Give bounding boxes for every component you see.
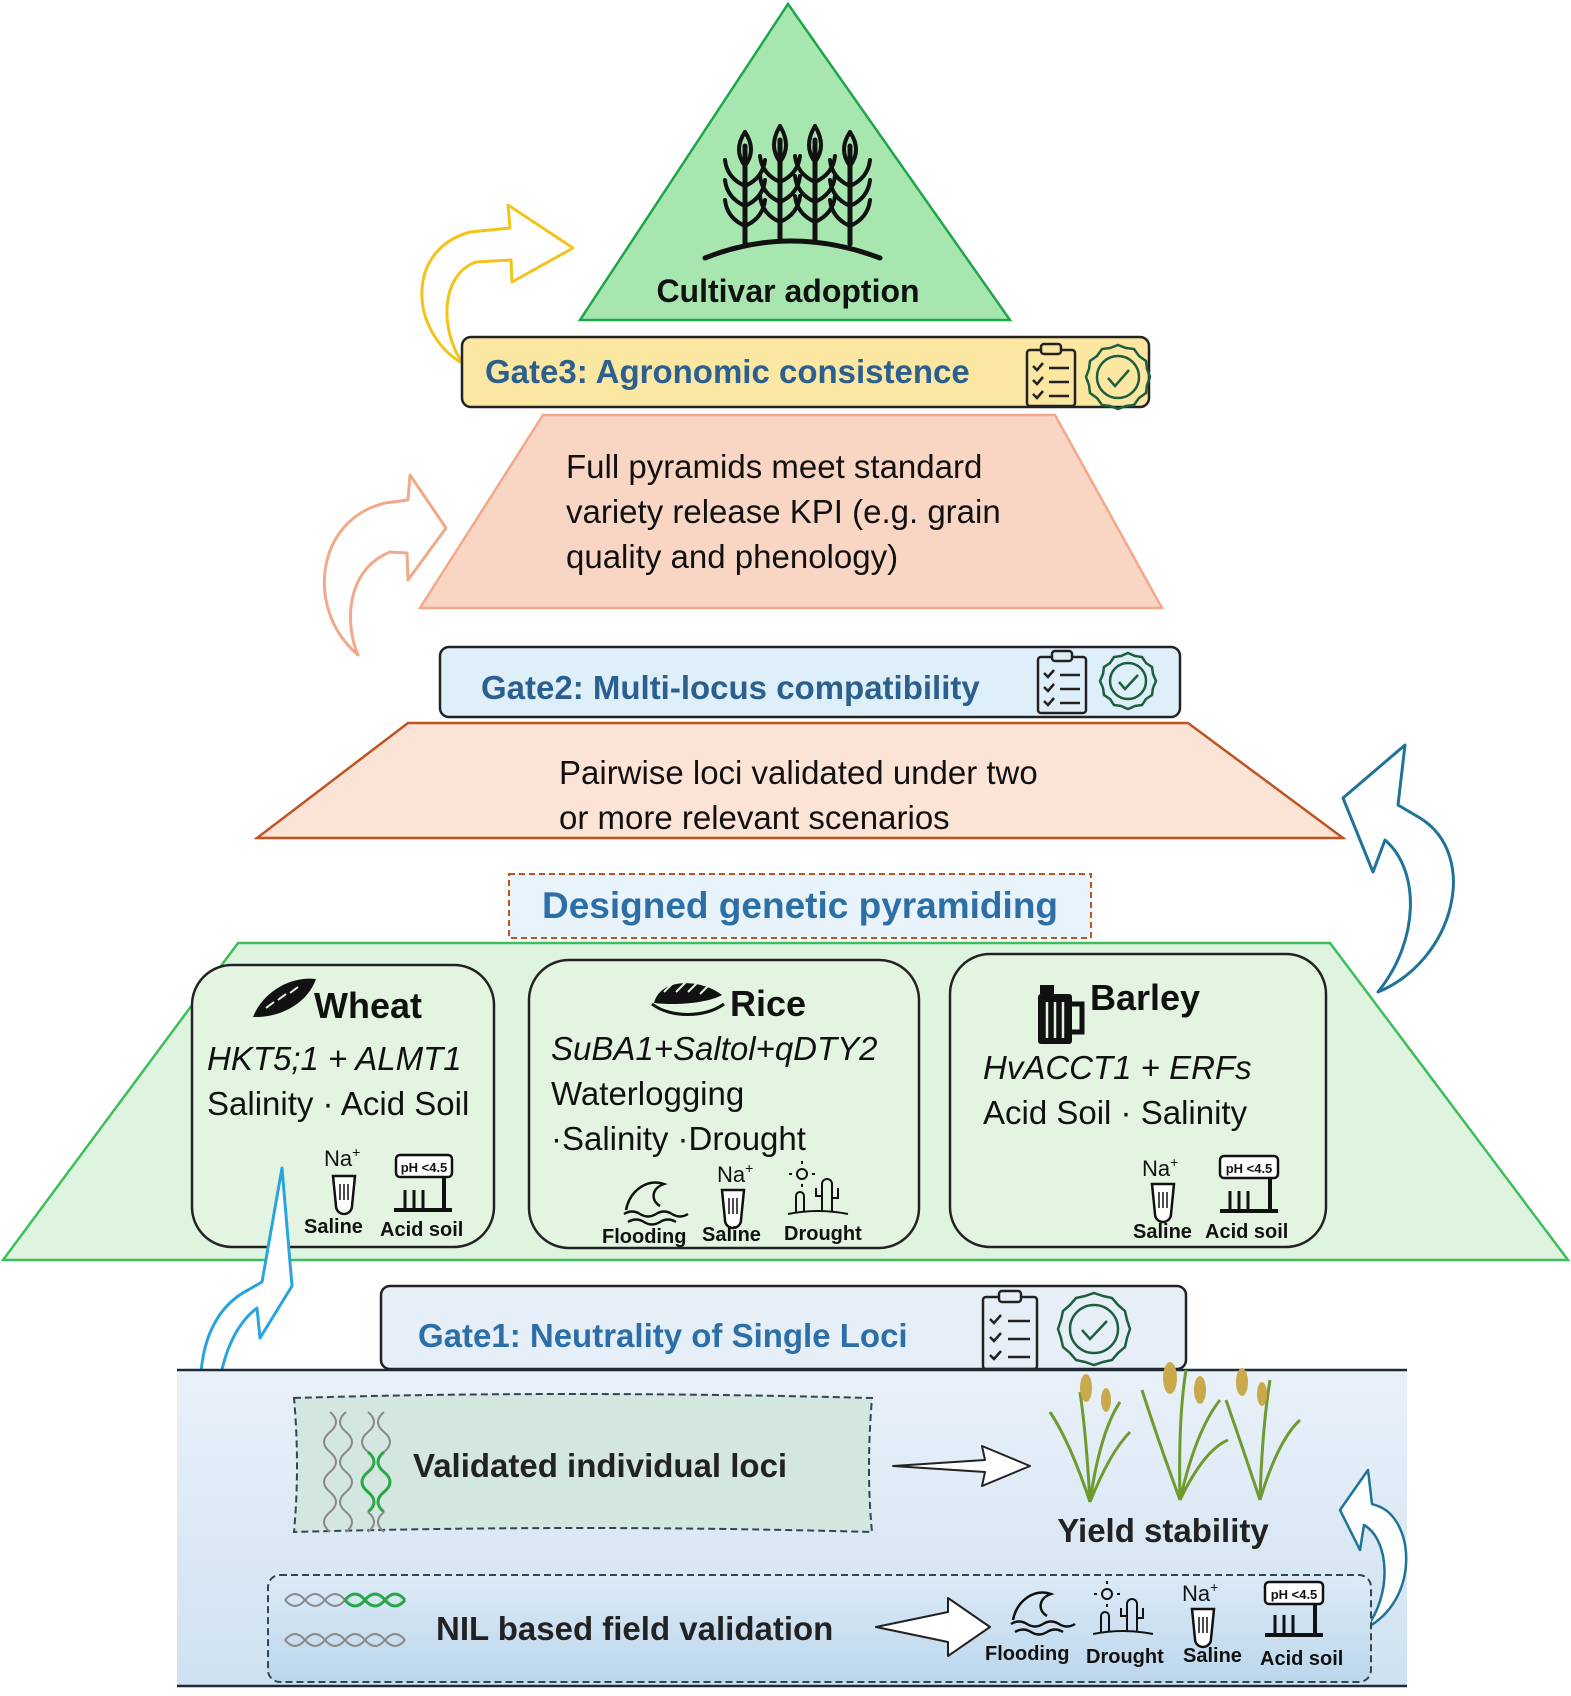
- full-pyramids-line1: Full pyramids meet standard: [566, 448, 982, 485]
- check-seal-icon: [1098, 651, 1158, 711]
- gate2-box: Gate2: Multi-locus compatibility: [438, 645, 1182, 719]
- barley-icon-acid-soil: Acid soil: [1205, 1221, 1288, 1243]
- pairwise-tier: Pairwise loci validated under two or mor…: [253, 721, 1347, 840]
- acid-soil-icon: pH <4.5: [394, 1153, 454, 1212]
- wheat-field-icon: [702, 124, 883, 261]
- rice-genes: SuBA1+Saltol+qDTY2: [551, 1030, 878, 1067]
- saline-icon: Na+: [1182, 1579, 1218, 1649]
- beer-mug-icon: [1038, 985, 1085, 1044]
- wheat-genes: HKT5;1 + ALMT1: [207, 1040, 462, 1077]
- validated-loci-label: Validated individual loci: [413, 1447, 787, 1484]
- yield-stability-label: Yield stability: [1057, 1512, 1269, 1549]
- barley-name: Barley: [1090, 977, 1200, 1018]
- saline-icon: Na+: [717, 1160, 753, 1230]
- svg-text:Na+: Na+: [324, 1144, 360, 1171]
- drought-icon: [787, 1161, 849, 1215]
- saline-icon: Na+: [324, 1144, 360, 1216]
- rice-stress-line1: Waterlogging: [551, 1075, 744, 1112]
- svg-text:Na+: Na+: [1182, 1579, 1218, 1606]
- flooding-icon: [1010, 1591, 1076, 1636]
- barley-card: Barley HvACCT1 + ERFs Acid Soil · Salini…: [948, 952, 1328, 1249]
- svg-text:pH <4.5: pH <4.5: [1271, 1587, 1318, 1602]
- gate3-box: Gate3: Agronomic consistence: [460, 335, 1152, 411]
- rice-name: Rice: [730, 983, 806, 1024]
- salmon-curved-arrow: [322, 473, 448, 657]
- gate1-box: Gate1: Neutrality of Single Loci: [379, 1284, 1188, 1371]
- full-pyramids-line3: quality and phenology): [566, 538, 898, 575]
- svg-text:Full pyramids meet standard: Full pyramids meet standard variety rele…: [566, 448, 1010, 575]
- wheat-name: Wheat: [314, 985, 422, 1026]
- rice-icon-saline: Saline: [702, 1224, 761, 1246]
- svg-text:pH <4.5: pH <4.5: [1226, 1161, 1273, 1176]
- svg-text:pH <4.5: pH <4.5: [401, 1160, 448, 1175]
- drought-icon: [1092, 1581, 1154, 1635]
- wheat-card: Wheat HKT5;1 + ALMT1 Salinity · Acid Soi…: [190, 963, 496, 1249]
- nil-icon-saline: Saline: [1183, 1645, 1242, 1667]
- teal-curved-arrow: [1341, 743, 1455, 994]
- pairwise-line1: Pairwise loci validated under two: [559, 754, 1038, 791]
- nil-validation-label: NIL based field validation: [436, 1610, 833, 1647]
- check-seal-icon: [1056, 1291, 1132, 1367]
- acid-soil-icon: pH <4.5: [1218, 1154, 1280, 1213]
- gold-curved-arrow: [420, 203, 575, 364]
- svg-text:Na+: Na+: [717, 1160, 753, 1187]
- cultivar-adoption-label: Cultivar adoption: [656, 273, 919, 309]
- nil-icon-drought: Drought: [1086, 1646, 1164, 1668]
- designed-pyramiding-title: Designed genetic pyramiding: [542, 885, 1058, 926]
- loci-to-yield-arrow: [892, 1445, 1031, 1487]
- validated-loci-box: Validated individual loci: [292, 1393, 874, 1534]
- dna-helix-icon: [323, 1411, 392, 1533]
- full-pyramids-line2: variety release KPI (e.g. grain: [566, 493, 1001, 530]
- nil-icon-flooding: Flooding: [985, 1643, 1069, 1665]
- rice-icon-drought: Drought: [784, 1223, 862, 1245]
- full-pyramids-tier: Full pyramids meet standard variety rele…: [417, 413, 1165, 610]
- rice-card: Rice SuBA1+Saltol+qDTY2 Waterlogging ·Sa…: [527, 958, 921, 1250]
- rice-sushi-icon: [651, 981, 725, 1016]
- gate3-label: Gate3: Agronomic consistence: [485, 353, 970, 390]
- nil-validation-box: NIL based field validation Flooding Drou…: [267, 1574, 1372, 1683]
- gate2-label: Gate2: Multi-locus compatibility: [481, 669, 980, 706]
- barley-stress: Acid Soil · Salinity: [983, 1094, 1248, 1131]
- barley-genes: HvACCT1 + ERFs: [983, 1049, 1252, 1086]
- acid-soil-icon: pH <4.5: [1263, 1580, 1325, 1637]
- dna-helix-icon: [284, 1592, 407, 1647]
- wheat-icon-acid-soil: Acid soil: [380, 1219, 463, 1241]
- wheat-stress: Salinity · Acid Soil: [207, 1085, 469, 1122]
- check-seal-icon: [1084, 343, 1152, 411]
- clipboard-checklist-icon: [1036, 649, 1088, 715]
- rice-plants-image: [1048, 1362, 1302, 1503]
- saline-icon: Na+: [1142, 1154, 1178, 1224]
- designed-pyramiding-title-box: Designed genetic pyramiding: [508, 873, 1092, 939]
- svg-text:Pairwise loci validated under: Pairwise loci validated under two or mor…: [559, 754, 1047, 836]
- wheat-grain-icon: [253, 978, 316, 1018]
- gate1-label: Gate1: Neutrality of Single Loci: [418, 1317, 908, 1354]
- blue-curved-arrow: [1338, 1468, 1408, 1630]
- nil-icon-acid-soil: Acid soil: [1260, 1648, 1343, 1670]
- cultivar-adoption-tier: Cultivar adoption: [577, 1, 1013, 322]
- clipboard-checklist-icon: [1025, 342, 1077, 408]
- rice-icon-flooding: Flooding: [602, 1226, 686, 1248]
- pairwise-line2: or more relevant scenarios: [559, 799, 950, 836]
- rice-stress-line2: ·Salinity ·Drought: [551, 1120, 806, 1157]
- wheat-icon-saline: Saline: [304, 1216, 363, 1238]
- svg-text:Na+: Na+: [1142, 1154, 1178, 1181]
- nil-to-icons-arrow: [875, 1597, 991, 1657]
- flooding-icon: [623, 1181, 689, 1226]
- barley-icon-saline: Saline: [1133, 1221, 1192, 1243]
